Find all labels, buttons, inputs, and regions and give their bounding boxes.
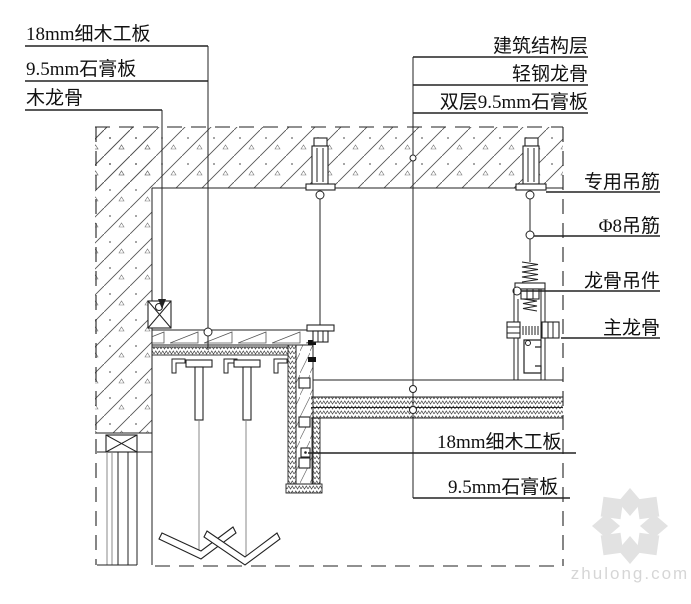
concrete-slab — [95, 127, 563, 188]
anchor-cap — [313, 137, 328, 147]
threaded-rod — [521, 261, 539, 283]
label-main-keel: 主龙骨 — [603, 317, 660, 339]
annotations: 18mm细木工板 9.5mm石膏板 木龙骨 建筑结构层 轻钢龙骨 双层9.5mm… — [26, 23, 660, 498]
leader-arrowhead — [158, 299, 166, 309]
angle-bracket — [273, 358, 288, 374]
rod-node — [525, 230, 535, 240]
fastener — [308, 340, 316, 345]
bolt-head — [506, 321, 521, 339]
right-hanger — [506, 137, 560, 380]
curtain-fold-symbol — [203, 530, 281, 566]
anchor-plate — [515, 183, 547, 191]
section-boundaries — [95, 126, 564, 567]
track-stem — [242, 366, 252, 421]
expansion-anchor — [311, 145, 329, 185]
anchor-plate — [305, 183, 336, 191]
label-blockboard-bottom: 18mm细木工板 — [437, 431, 562, 453]
hanger-nut — [520, 288, 540, 300]
nut — [312, 330, 329, 343]
window-lintel — [97, 434, 152, 566]
blockboard-layer — [152, 330, 313, 345]
bolt-thread — [522, 326, 539, 335]
bulkhead-keel — [298, 416, 311, 428]
label-phi8-hanger-rod: Φ8吊筋 — [599, 215, 660, 237]
bulkhead-inner-gypsum — [311, 417, 321, 485]
label-special-hanger-rod: 专用吊筋 — [584, 171, 660, 193]
bolt-nut — [541, 321, 560, 339]
leader-lines — [25, 45, 660, 499]
label-structure-layer: 建筑结构层 — [493, 35, 588, 57]
bulkhead-keel — [298, 457, 311, 469]
label-keel-hanger: 龙骨吊件 — [584, 270, 660, 292]
concrete-wall — [95, 127, 152, 433]
fastener — [308, 357, 316, 362]
suspended-ceiling — [311, 379, 563, 419]
threaded-rod — [522, 298, 538, 312]
bulkhead-outer-gypsum — [287, 344, 297, 485]
concrete-structure — [95, 127, 563, 565]
track-rail — [185, 359, 213, 368]
main-keel-channel — [523, 339, 542, 374]
angle-bracket — [171, 358, 186, 374]
expansion-anchor — [522, 145, 540, 185]
track-stem — [194, 366, 204, 421]
label-wood-keel: 木龙骨 — [26, 87, 83, 109]
bulkhead — [285, 330, 323, 494]
bulkhead-bottom-cap — [285, 483, 323, 494]
label-gypsum-bottom: 9.5mm石膏板 — [448, 475, 558, 498]
curtain-box-top — [151, 329, 313, 356]
watermark: zhulong.com — [571, 488, 689, 583]
curtain-track — [158, 358, 288, 566]
watermark-text: zhulong.com — [571, 564, 689, 583]
anchor-cap — [524, 137, 539, 147]
bulkhead-keel — [298, 377, 311, 389]
track-rail — [233, 359, 261, 368]
gypsum-layer — [151, 346, 289, 356]
watermark-logo — [592, 488, 668, 564]
label-blockboard-top: 18mm细木工板 — [26, 23, 151, 45]
wood-keel-block — [147, 300, 172, 329]
left-hanger — [305, 137, 336, 343]
label-double-gypsum: 双层9.5mm石膏板 — [440, 90, 588, 113]
label-gypsum-top: 9.5mm石膏板 — [26, 57, 136, 80]
washer — [306, 324, 335, 332]
label-light-steel-keel: 轻钢龙骨 — [512, 63, 588, 85]
